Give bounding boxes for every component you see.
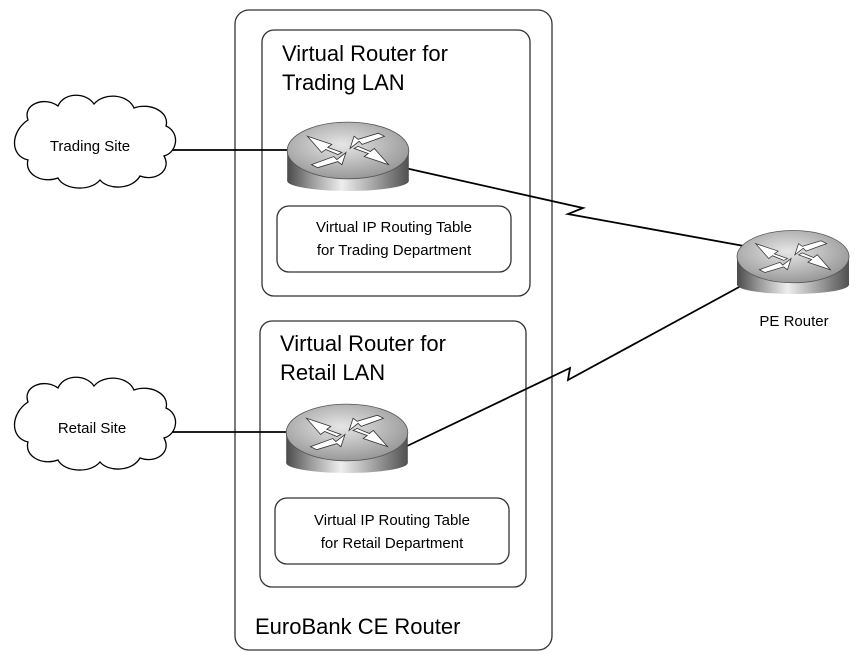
- trading-site-cloud: [14, 94, 177, 189]
- virtual-router-title-trading: Virtual Router for: [282, 41, 448, 66]
- router-icon: [285, 403, 409, 474]
- virtual-router-title-retail: Virtual Router for: [280, 331, 446, 356]
- routing-table-label-trading: Virtual IP Routing Table: [316, 219, 472, 236]
- routing-table-label-trading-line2: for Trading Department: [317, 242, 472, 259]
- site-label-retail: Retail Site: [58, 420, 126, 437]
- routing-table-box-trading: [276, 205, 512, 273]
- virtual-router-title-trading-line2: Trading LAN: [282, 70, 405, 95]
- site-label-trading: Trading Site: [50, 138, 130, 155]
- routing-table-box-retail: [274, 497, 510, 565]
- virtual-router-title-retail-line2: Retail LAN: [280, 360, 385, 385]
- ce-router-label: EuroBank CE Router: [255, 614, 460, 639]
- retail-site-cloud: [14, 376, 177, 471]
- routing-table-label-retail-line2: for Retail Department: [321, 535, 464, 552]
- wan-link-retail-pe: [404, 279, 753, 448]
- cloud-icon: Retail Site: [14, 376, 177, 471]
- routing-table-label-retail: Virtual IP Routing Table: [314, 512, 470, 529]
- router-icon: [286, 121, 410, 192]
- router-icon: [736, 230, 850, 295]
- cloud-icon: Trading Site: [14, 94, 177, 189]
- pe-router-label: PE Router: [759, 313, 828, 330]
- wan-link-trading-pe: [404, 167, 756, 249]
